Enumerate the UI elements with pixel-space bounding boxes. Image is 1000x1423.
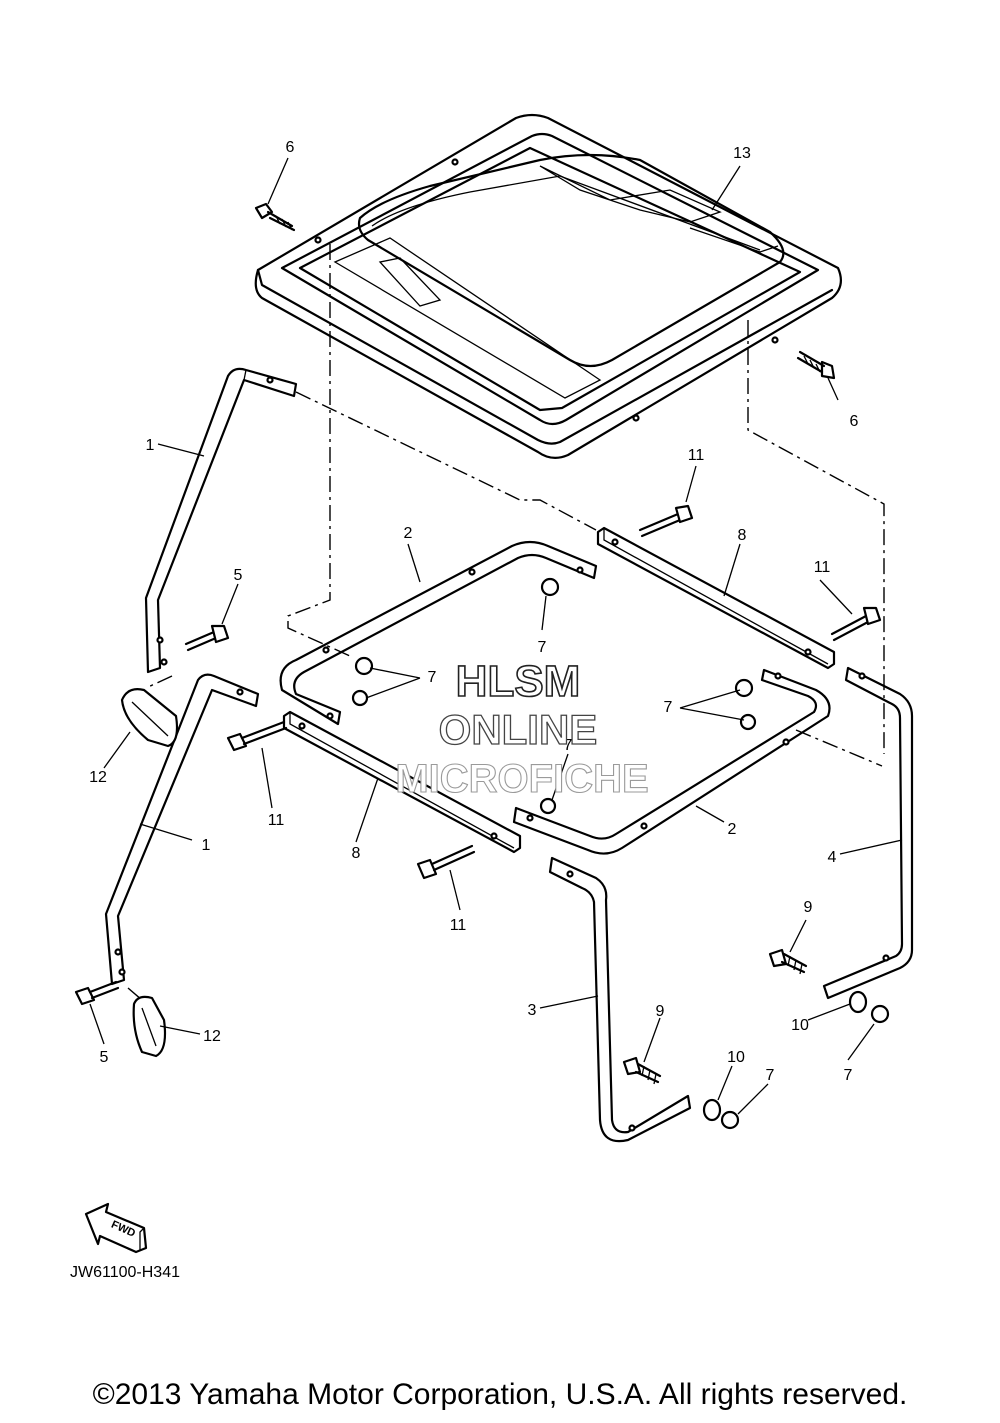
bolt-11-c: [226, 720, 288, 752]
callout-13: 13: [733, 145, 751, 162]
callout-2: 2: [728, 821, 737, 838]
callout-7: 7: [564, 737, 573, 754]
nut-7-group: [351, 577, 890, 1130]
callout-7: 7: [538, 639, 547, 656]
bolt-5-lower: [74, 980, 120, 1006]
callout-7: 7: [428, 669, 437, 686]
front-pillar-upper: [144, 367, 298, 674]
side-frame-lower: [512, 668, 831, 855]
callout-1: 1: [146, 437, 155, 454]
rear-frame-left: [548, 856, 692, 1143]
bolt-6-right: [796, 350, 836, 380]
copyright-notice: ©2013 Yamaha Motor Corporation, U.S.A. A…: [92, 1378, 908, 1411]
watermark: HLSM ONLINE MICROFICHE: [395, 656, 649, 801]
nut-7-a: [540, 577, 560, 597]
washer-10-right: [848, 990, 868, 1014]
callout-6: 6: [850, 413, 859, 430]
washer-10-left: [702, 1098, 722, 1122]
nut-7-b: [354, 656, 374, 676]
nut-7-c: [351, 689, 369, 707]
callout-4: 4: [828, 849, 837, 866]
callout-9: 9: [804, 899, 813, 916]
bolt-11-d: [416, 844, 476, 880]
callout-7: 7: [664, 699, 673, 716]
nut-7-f: [539, 797, 557, 815]
side-frame-upper: [279, 540, 598, 726]
rear-frame-right: [822, 666, 914, 1000]
callout-5: 5: [100, 1049, 109, 1066]
bolt-11-a: [638, 504, 694, 538]
callout-12: 12: [89, 769, 107, 786]
callout-7: 7: [766, 1067, 775, 1084]
alignment-lines: [127, 244, 885, 1001]
grab-handle-lower: [132, 995, 167, 1058]
bolt-9-right: [768, 948, 808, 975]
callout-10: 10: [727, 1049, 745, 1066]
callout-2: 2: [404, 525, 413, 542]
bolt-5-upper: [184, 624, 230, 652]
cross-bar-upper: [596, 526, 836, 670]
callout-1: 1: [202, 837, 211, 854]
callout-9: 9: [656, 1003, 665, 1020]
callout-10: 10: [791, 1017, 809, 1034]
leader-lines: [89, 157, 903, 1115]
callout-11: 11: [688, 447, 705, 464]
callout-3: 3: [528, 1002, 537, 1019]
callout-8: 8: [352, 845, 361, 862]
watermark-line-1: HLSM: [456, 657, 581, 706]
callout-11: 11: [450, 917, 467, 934]
callout-5: 5: [234, 567, 243, 584]
fwd-arrow-icon: FWD: [84, 1202, 148, 1254]
bolt-9-left: [622, 1056, 662, 1085]
callout-8: 8: [738, 527, 747, 544]
callout-11: 11: [268, 812, 285, 829]
watermark-line-2: ONLINE: [439, 706, 598, 753]
nut-7-d: [734, 678, 754, 698]
roof-panel: [254, 113, 843, 459]
callout-numbers: 1 1 2 2 3 4 5 5 6 6 7 7 7 7 7 7 8 8 9 9 …: [89, 139, 858, 1084]
callout-6: 6: [286, 139, 295, 156]
bolt-6-left: [254, 202, 296, 232]
callout-12: 12: [203, 1028, 221, 1045]
callout-11: 11: [814, 559, 831, 576]
nut-7-e: [739, 713, 757, 731]
bolt-11-b: [830, 606, 882, 642]
diagram-code: JW61100-H341: [70, 1264, 180, 1281]
grab-handle-upper: [120, 688, 179, 748]
nut-7-h: [720, 1110, 740, 1130]
nut-7-g: [870, 1004, 890, 1024]
front-pillar-lower: [104, 673, 260, 986]
callout-7: 7: [844, 1067, 853, 1084]
watermark-line-3: MICROFICHE: [395, 757, 648, 801]
